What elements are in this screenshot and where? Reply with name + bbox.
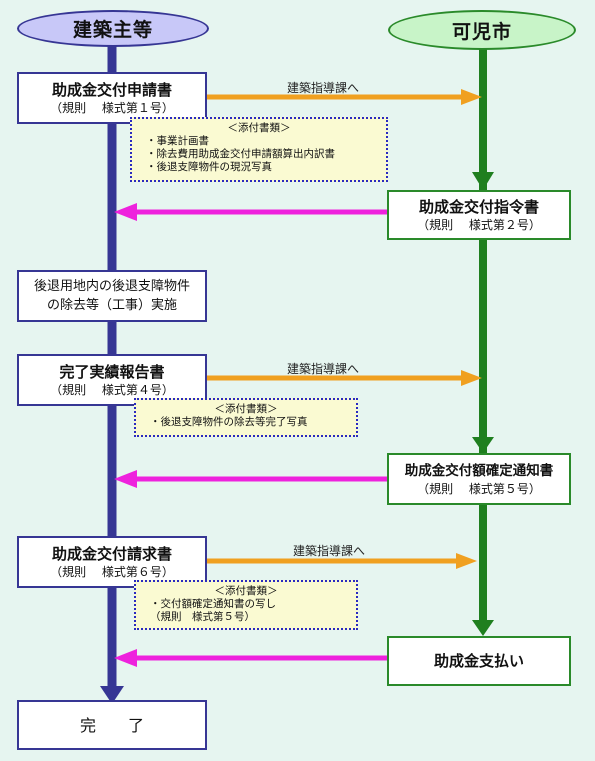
return-arrow-3-head xyxy=(114,649,137,667)
step-application-form: （規則 様式第１号） xyxy=(50,100,174,115)
step-payment-title: 助成金支払い xyxy=(433,651,524,670)
forward-label-2: 建築指導課へ xyxy=(287,362,360,376)
applicant-line-arrowhead xyxy=(100,686,124,704)
forward-label-3: 建築指導課へ xyxy=(293,544,366,558)
city-arrow-to-payment xyxy=(472,620,494,636)
city-arrow-to-instruction xyxy=(472,172,494,190)
step-instruction: 助成金交付指令書 （規則 様式第２号） xyxy=(387,190,571,240)
forward-arrow-2-head xyxy=(461,370,482,386)
attachments-claim-heading: ＜添付書類＞ xyxy=(214,585,278,597)
step-claim: 助成金交付請求書 （規則 様式第６号） xyxy=(17,536,207,588)
attachments-claim: ＜添付書類＞ ・交付額確定通知書の写し （規則 様式第５号） xyxy=(134,580,358,630)
step-claim-title: 助成金交付請求書 xyxy=(51,544,172,563)
step-construction: 後退用地内の後退支障物件 の除去等（工事）実施 xyxy=(17,270,207,322)
attachments-report: ＜添付書類＞ ・後退支障物件の除去等完了写真 xyxy=(134,398,358,437)
forward-label-1: 建築指導課へ xyxy=(287,81,360,95)
step-construction-line2: の除去等（工事）実施 xyxy=(46,298,177,313)
attachment-item: ・交付額確定通知書の写し xyxy=(150,598,276,610)
city-arrow-to-determination xyxy=(472,437,494,453)
step-determination-form: （規則 様式第５号） xyxy=(417,481,541,496)
lane-header-city: 可児市 xyxy=(388,10,576,50)
attachment-item: （規則 様式第５号） xyxy=(150,611,255,623)
step-report: 完了実績報告書 （規則 様式第４号） xyxy=(17,354,207,406)
lane-header-applicant: 建築主等 xyxy=(17,10,209,47)
return-arrow-2-head xyxy=(114,470,137,488)
forward-arrow-3-head xyxy=(456,553,477,569)
attachment-item: ・後退支障物件の除去等完了写真 xyxy=(150,416,308,428)
attachment-item: ・除去費用助成金交付申請額算出内訳書 xyxy=(146,148,335,160)
step-determination: 助成金交付額確定通知書 （規則 様式第５号） xyxy=(387,453,571,505)
forward-arrow-1-head xyxy=(461,89,482,105)
step-claim-form: （規則 様式第６号） xyxy=(50,564,174,579)
step-determination-title: 助成金交付額確定通知書 xyxy=(404,462,554,479)
step-construction-line1: 後退用地内の後退支障物件 xyxy=(33,279,190,294)
attachment-item: ・後退支障物件の現況写真 xyxy=(146,161,272,173)
step-instruction-title: 助成金交付指令書 xyxy=(418,197,539,216)
step-application-title: 助成金交付申請書 xyxy=(51,80,172,99)
attachment-item: ・事業計画書 xyxy=(146,135,209,147)
attachments-report-heading: ＜添付書類＞ xyxy=(214,403,278,415)
step-end: 完 了 xyxy=(17,700,207,750)
step-instruction-form: （規則 様式第２号） xyxy=(417,217,541,232)
attachments-application: ＜添付書類＞ ・事業計画書 ・除去費用助成金交付申請額算出内訳書 ・後退支障物件… xyxy=(130,117,388,182)
step-report-form: （規則 様式第４号） xyxy=(50,382,174,397)
step-payment: 助成金支払い xyxy=(387,636,571,686)
return-arrow-1-head xyxy=(114,203,137,221)
step-application: 助成金交付申請書 （規則 様式第１号） xyxy=(17,72,207,124)
attachments-application-heading: ＜添付書類＞ xyxy=(227,122,291,134)
step-end-title: 完 了 xyxy=(79,715,144,735)
step-report-title: 完了実績報告書 xyxy=(59,362,165,381)
